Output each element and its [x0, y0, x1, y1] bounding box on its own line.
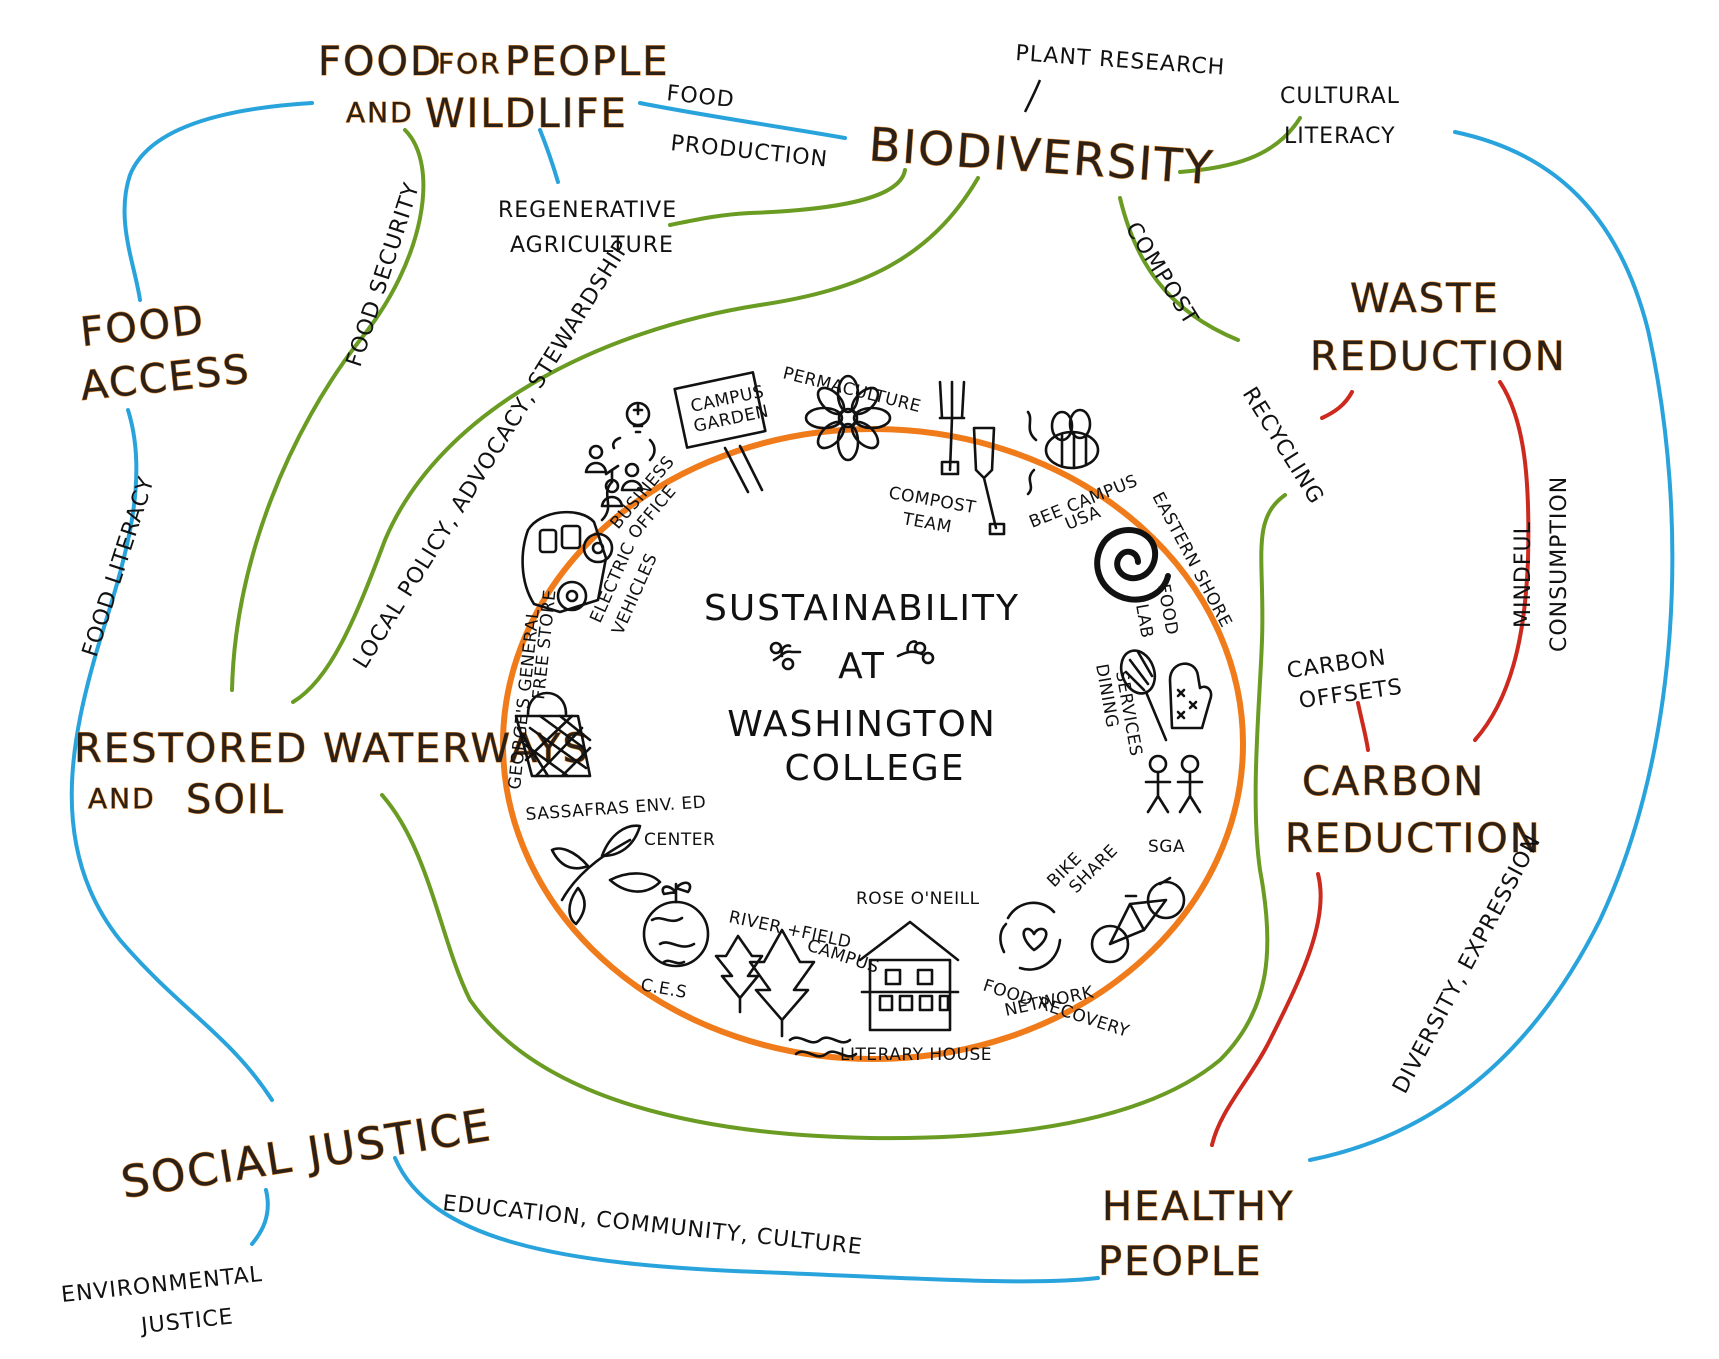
link-carbon-reduction-to-healthy-people — [1210, 872, 1323, 1147]
link-waste-reduction-to-carbon-reduction — [1473, 380, 1531, 742]
link-label-food-production: PRODUCTION — [669, 131, 829, 172]
topic-food-for-people-and-wildlife: FOOD FOR PEOPLE AND WILDLIFE — [317, 38, 670, 137]
flower-icon — [804, 374, 892, 462]
topic-label: RESTORED WATERWAYS — [74, 726, 590, 772]
topic-label: AND — [88, 782, 156, 815]
topic-label: FOOD — [78, 297, 207, 356]
topic-carbon-reduction: CARBON REDUCTION — [1284, 758, 1542, 862]
link-label-education-community-culture: EDUCATION, COMMUNITY, CULTURE — [441, 1191, 864, 1260]
topic-label: WILDLIFE — [425, 91, 628, 137]
topic-healthy-people: HEALTHY PEOPLE — [1097, 1183, 1294, 1285]
electric-car-icon — [521, 464, 620, 614]
program-label-compost-team: TEAM — [900, 509, 953, 537]
topic-social-justice: SOCIAL JUSTICE — [117, 1099, 496, 1209]
people-icon — [1144, 754, 1204, 814]
topic-label: PEOPLE — [1098, 1239, 1263, 1285]
house-icon — [858, 920, 960, 1032]
program-label-ces: C.E.S — [639, 975, 688, 1003]
program-label-sassafras: SASSAFRAS ENV. ED — [525, 792, 707, 825]
link-label-regenerative-agriculture: REGENERATIVE — [498, 198, 677, 223]
link-biodiversity-to-regenerative — [668, 168, 907, 227]
campus-garden-sign-icon — [673, 371, 767, 494]
swirl-icon — [1094, 527, 1171, 603]
link-label-carbon-offsets: OFFSETS — [1297, 675, 1404, 714]
basket-icon — [514, 691, 592, 778]
link-cultural-literacy-to-healthy-people — [1308, 130, 1675, 1162]
topic-waste-reduction: WASTE REDUCTION — [1309, 275, 1567, 380]
link-label-regenerative-agriculture: AGRICULTURE — [510, 233, 674, 258]
link-label-mindful-consumption: MINDFUL — [1511, 521, 1536, 628]
center-title-line1: SUSTAINABILITY — [704, 588, 1020, 629]
center-title: SUSTAINABILITY AT WASHINGTON COLLEGE — [704, 588, 1020, 789]
center-title-line4: COLLEGE — [785, 748, 966, 789]
connector-lines — [69, 101, 1675, 1284]
link-label-plant-research: PLANT RESEARCH — [1015, 41, 1226, 81]
topic-label: SOIL — [186, 777, 285, 823]
program-label-literary-house: LITERARY HOUSE — [840, 1045, 992, 1065]
topic-label: WASTE — [1350, 276, 1500, 322]
program-label-food-lab: LAB — [1131, 602, 1157, 640]
program-label-sga: SGA — [1148, 837, 1185, 857]
topic-label: FOOD — [318, 39, 443, 85]
link-plant-research — [1023, 79, 1042, 113]
link-label-recycling: RECYCLING — [1237, 383, 1329, 509]
topic-label: SOCIAL JUSTICE — [118, 1100, 496, 1209]
link-food-access-to-food-people — [122, 101, 314, 302]
shovel-icon — [972, 426, 1006, 536]
leaves-icon — [550, 824, 662, 926]
link-carbon-offsets-to-carbon-reduction — [1356, 701, 1370, 752]
topic-label: FOR — [438, 47, 502, 80]
link-label-food-literacy: FOOD LITERACY — [78, 474, 160, 660]
program-label-compost-team: COMPOST — [887, 483, 977, 518]
sprout-icon — [896, 640, 935, 665]
bee-icon — [1026, 408, 1100, 496]
topic-food-access: FOOD ACCESS — [78, 297, 254, 411]
link-biodiversity-to-waste-reduction — [1118, 196, 1240, 342]
sprout-icon — [769, 641, 802, 671]
trees-icon — [714, 928, 858, 1058]
pitchfork-icon — [938, 380, 966, 476]
recycle-heart-icon — [999, 901, 1062, 971]
center-title-line2: AT — [838, 646, 886, 687]
link-social-justice-to-env-justice — [250, 1188, 270, 1246]
center-title-line3: WASHINGTON — [727, 704, 997, 745]
link-biodiversity-to-restored-waterways — [291, 176, 980, 704]
link-food-access-to-social-justice — [69, 408, 274, 1102]
link-restored-waterways-to-healthy-people — [380, 493, 1287, 1141]
link-food-people-to-restored-waterways — [230, 128, 426, 692]
link-biodiversity-to-cultural-literacy — [1178, 116, 1302, 174]
link-label-mindful-consumption: CONSUMPTION — [1547, 476, 1572, 652]
link-social-justice-to-healthy-people — [393, 1156, 1100, 1284]
link-label-environmental-justice: JUSTICE — [138, 1304, 235, 1339]
link-label-cultural-literacy: CULTURAL — [1280, 84, 1400, 109]
link-label-diversity-expression: DIVERSITY, EXPRESSION — [1388, 830, 1546, 1097]
link-label-cultural-literacy: LITERACY — [1284, 124, 1396, 149]
link-waste-reduction-to-recycling — [1320, 390, 1354, 420]
topic-label: AND — [346, 96, 414, 129]
link-label-environmental-justice: ENVIRONMENTAL — [60, 1262, 264, 1308]
topic-label: CARBON — [1302, 759, 1485, 805]
topic-label: ACCESS — [78, 346, 252, 410]
program-label-food-lab: FOOD — [1153, 582, 1182, 636]
topic-label: PEOPLE — [505, 39, 670, 85]
oven-mitt-icon — [1168, 662, 1213, 730]
link-label-food-security: FOOD SECURITY — [342, 179, 425, 370]
topic-label: REDUCTION — [1285, 816, 1542, 862]
racket-icon — [1119, 649, 1168, 742]
link-food-people-to-biodiversity — [638, 101, 847, 140]
link-food-people-to-regenerative — [538, 128, 560, 184]
program-label-rose-oneill: ROSE O'NEILL — [856, 889, 980, 909]
topic-restored-waterways-and-soil: RESTORED WATERWAYS AND SOIL — [73, 725, 590, 823]
topic-biodiversity: BIODIVERSITY — [867, 117, 1217, 196]
topic-label: REDUCTION — [1310, 334, 1567, 380]
business-people-icon — [584, 401, 656, 508]
topic-label: HEALTHY — [1102, 1184, 1294, 1230]
topic-label: BIODIVERSITY — [867, 117, 1216, 195]
program-label-sassafras: CENTER — [644, 830, 715, 850]
link-label-compost: COMPOST — [1120, 218, 1203, 330]
bicycle-icon — [1090, 876, 1186, 964]
globe-sprout-icon — [642, 881, 710, 968]
